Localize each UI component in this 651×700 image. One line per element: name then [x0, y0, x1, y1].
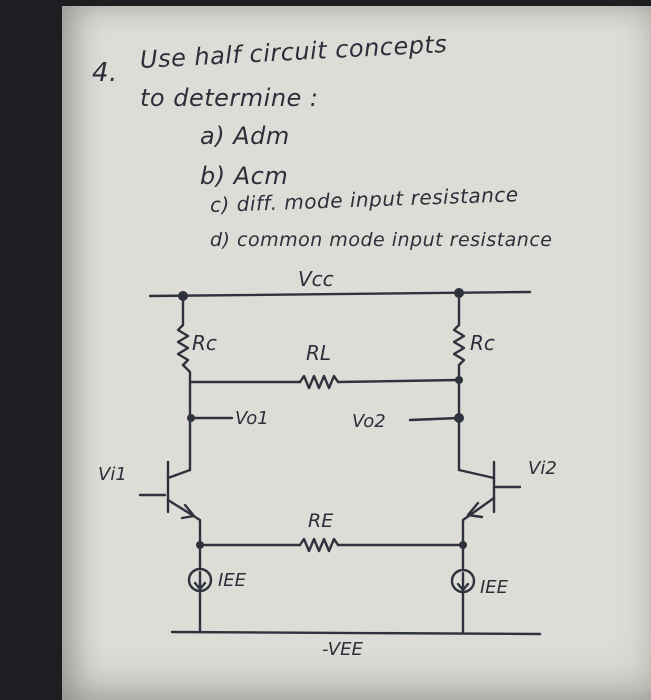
iee-left-label: IEE: [218, 570, 247, 591]
left-collector-lead: [166, 468, 192, 480]
item-b: b) Acm: [200, 162, 289, 190]
paper-sheet: [62, 6, 651, 700]
right-emitter-arrow: [466, 501, 484, 519]
re-label: RE: [308, 510, 333, 532]
rc-left-resistor: [176, 323, 190, 367]
rl-right-node: [455, 376, 463, 384]
rc-left-label: Rc: [192, 331, 217, 355]
item-a: a) Adm: [200, 122, 290, 150]
right-source-arrow: [456, 571, 470, 592]
vo2-wire: [408, 416, 461, 422]
rl-label: RL: [306, 341, 331, 365]
vee-rail: [170, 630, 542, 636]
left-emitter-lead: [166, 498, 202, 547]
rc-right-label: Rc: [470, 331, 495, 355]
left-collector-wire: [181, 363, 192, 472]
vo1-label: Vo1: [235, 408, 269, 429]
vi1-label: Vi1: [98, 464, 127, 485]
item-d: d) common mode input resistance: [210, 229, 553, 251]
iee-right-label: IEE: [480, 577, 509, 598]
left-source-arrow: [193, 570, 207, 591]
right-collector-lead: [457, 468, 496, 480]
vcc-label: Vcc: [298, 267, 334, 291]
rc-right-resistor: [452, 323, 466, 367]
right-emitter-lead: [461, 496, 496, 547]
re-resistor: [298, 537, 340, 553]
rl-resistor: [298, 374, 340, 390]
vo2-label: Vo2: [352, 411, 386, 432]
vcc-rail: [148, 290, 532, 298]
rl-right-wire: [336, 378, 461, 384]
left-emitter-arrow: [180, 503, 196, 520]
problem-line-2: to determine :: [140, 84, 319, 112]
vee-label: -VEE: [322, 639, 363, 660]
vi2-label: Vi2: [528, 458, 557, 479]
problem-number: 4.: [92, 58, 118, 88]
